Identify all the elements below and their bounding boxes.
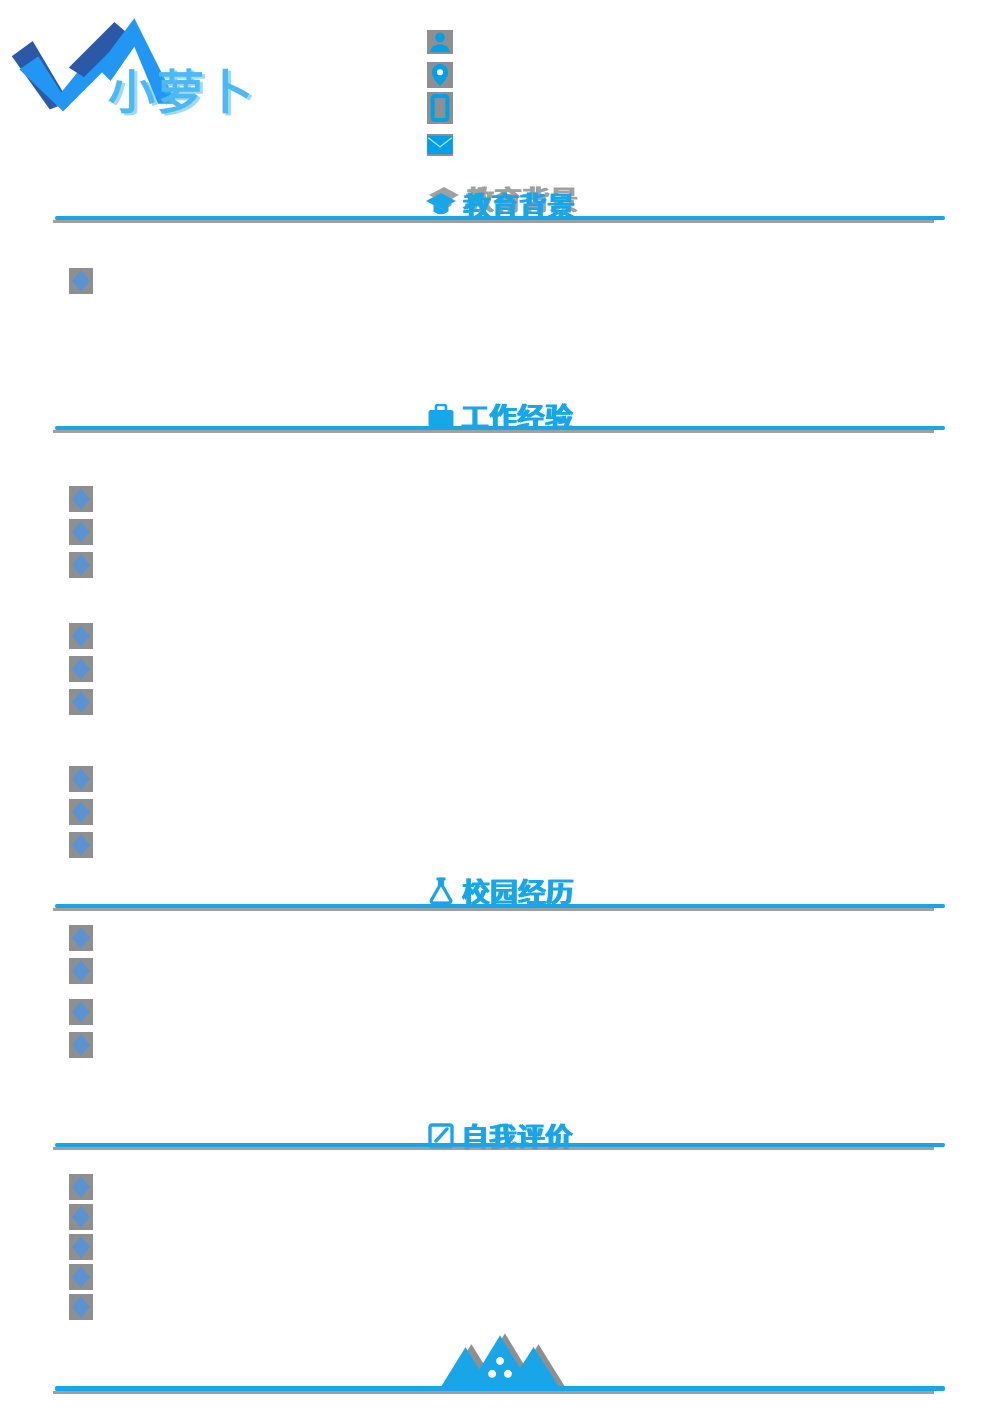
- phone-icon: [427, 92, 453, 124]
- diamond-icon: [72, 270, 90, 292]
- diamond-bullet: [69, 1294, 93, 1320]
- bullet-group: [69, 925, 93, 991]
- section-divider: [53, 426, 945, 435]
- bullet-group: [69, 999, 93, 1065]
- diamond-icon: [72, 691, 90, 713]
- diamond-icon: [72, 1176, 90, 1198]
- section-divider: [53, 1143, 945, 1152]
- diamond-bullet: [69, 552, 93, 578]
- diamond-bullet: [69, 689, 93, 715]
- diamond-icon: [72, 1034, 90, 1056]
- diamond-bullet: [69, 999, 93, 1025]
- bullet-group: [69, 623, 93, 722]
- user-icon: [427, 30, 453, 54]
- section-title: 校园经历: [461, 878, 574, 908]
- graduation-cap-icon: [425, 192, 456, 217]
- diamond-bullet: [69, 1174, 93, 1200]
- diamond-bullet: [69, 766, 93, 792]
- email-icon: [427, 134, 453, 156]
- diamond-icon: [72, 834, 90, 856]
- diamond-bullet: [69, 623, 93, 649]
- bullet-group: [69, 486, 93, 585]
- logo-text: 小萝卜: [108, 66, 255, 119]
- mountains-graphic: [428, 1327, 576, 1391]
- footer-line: [53, 1386, 945, 1395]
- diamond-icon: [72, 1206, 90, 1228]
- bullet-group: [69, 766, 93, 865]
- diamond-icon: [72, 927, 90, 949]
- mountain-logo-icon: [11, 18, 178, 112]
- diamond-icon: [72, 488, 90, 510]
- bullet-group: [69, 268, 93, 301]
- diamond-icon: [72, 521, 90, 543]
- contact-icon-column: [427, 30, 453, 156]
- diamond-icon: [72, 1266, 90, 1288]
- diamond-icon: [72, 801, 90, 823]
- bullet-group: [69, 1174, 93, 1324]
- flask-icon: [427, 876, 455, 905]
- diamond-bullet: [69, 486, 93, 512]
- diamond-bullet: [69, 958, 93, 984]
- diamond-icon: [72, 625, 90, 647]
- diamond-bullet: [69, 925, 93, 951]
- diamond-icon: [72, 1296, 90, 1318]
- logo: 小萝卜: [8, 6, 268, 121]
- diamond-bullet: [69, 519, 93, 545]
- diamond-bullet: [69, 1234, 93, 1260]
- diamond-bullet: [69, 832, 93, 858]
- section-divider: [53, 904, 945, 913]
- diamond-icon: [72, 658, 90, 680]
- diamond-bullet: [69, 656, 93, 682]
- location-pin-icon: [427, 62, 453, 88]
- diamond-bullet: [69, 1032, 93, 1058]
- section-divider: [53, 216, 945, 225]
- diamond-bullet: [69, 268, 93, 294]
- diamond-icon: [72, 554, 90, 576]
- diamond-bullet: [69, 1204, 93, 1230]
- diamond-icon: [72, 960, 90, 982]
- mountains-icon: [439, 1333, 567, 1389]
- diamond-icon: [72, 1236, 90, 1258]
- diamond-bullet: [69, 1264, 93, 1290]
- section-header-campus: 校园经历: [0, 871, 1000, 910]
- diamond-bullet: [69, 799, 93, 825]
- diamond-icon: [72, 1001, 90, 1023]
- diamond-icon: [72, 768, 90, 790]
- briefcase-icon: [428, 403, 454, 428]
